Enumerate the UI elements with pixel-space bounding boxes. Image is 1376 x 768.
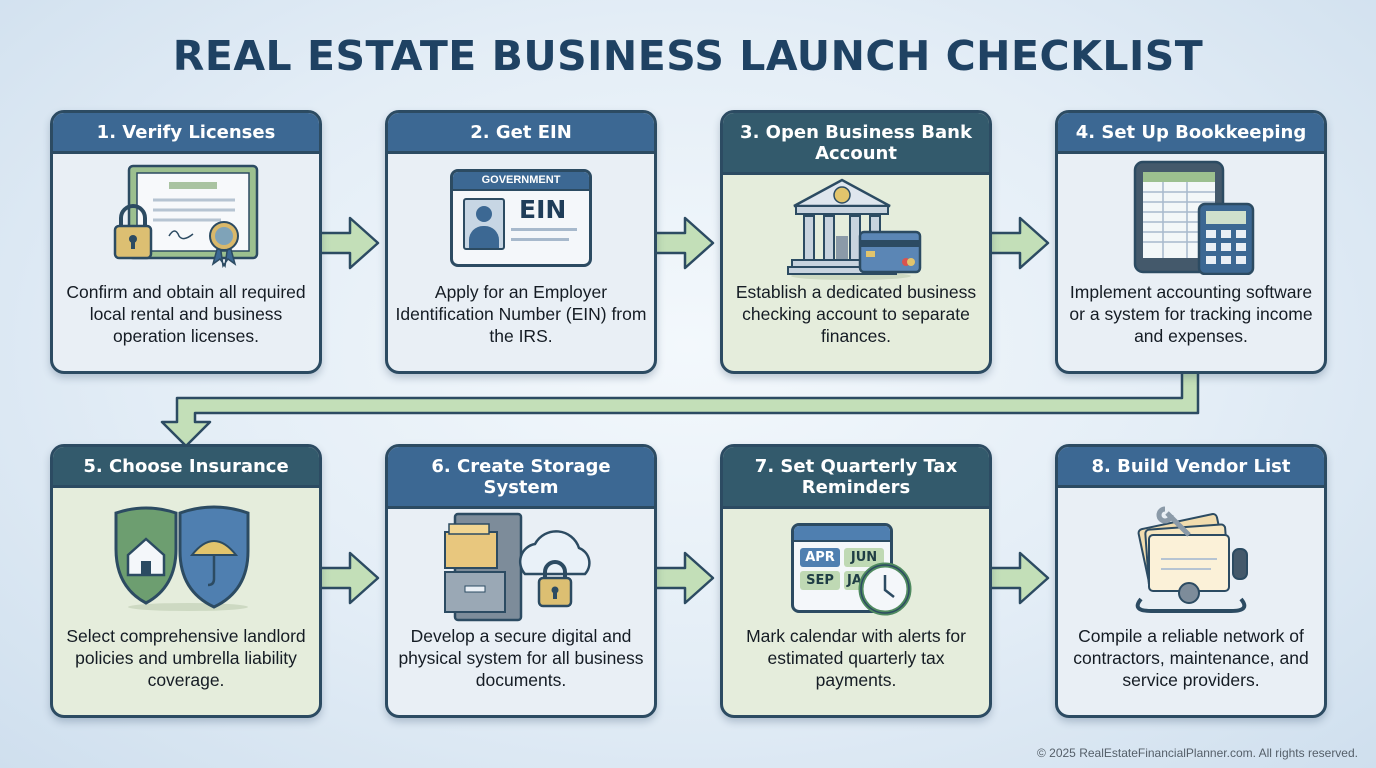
file-cabinet-cloud-icon	[388, 509, 654, 625]
step-title: 4. Set Up Bookkeeping	[1058, 113, 1324, 154]
arrow-5-6	[318, 551, 380, 605]
page-title: REAL ESTATE BUSINESS LAUNCH CHECKLIST	[172, 32, 1204, 80]
step-title: 2. Get EIN	[388, 113, 654, 154]
id-card-icon: GOVERNMENT EIN	[388, 154, 654, 281]
step-description: Compile a reliable network of contractor…	[1073, 626, 1309, 690]
step-description: Confirm and obtain all required local re…	[66, 282, 306, 346]
shield-insurance-icon	[53, 488, 319, 625]
tablet-calculator-icon	[1058, 154, 1324, 281]
step-description: Implement accounting software or a syste…	[1069, 282, 1313, 346]
step-card-set-up-bookkeeping: 4. Set Up Bookkeeping Implement accounti…	[1055, 110, 1327, 374]
step-description: Mark calendar with alerts for estimated …	[746, 626, 966, 690]
certificate-lock-icon	[53, 154, 319, 281]
arrow-7-8	[988, 551, 1050, 605]
month-apr: APR	[800, 548, 840, 567]
bank-card-icon	[723, 175, 989, 281]
copyright-footer: © 2025 RealEstateFinancialPlanner.com. A…	[1036, 746, 1358, 760]
step-card-quarterly-tax-reminders: 7. Set Quarterly Tax Reminders APR JUN S…	[720, 444, 992, 718]
step-card-get-ein: 2. Get EIN GOVERNMENT EIN Apply for an E…	[385, 110, 657, 374]
step-card-create-storage-system: 6. Create Storage System Develop a secur…	[385, 444, 657, 718]
arrow-6-7	[653, 551, 715, 605]
step-description: Apply for an Employer Identification Num…	[395, 282, 647, 346]
arrow-1-2	[318, 216, 380, 270]
person-photo-icon	[463, 197, 505, 250]
step-title: 3. Open Business Bank Account	[723, 113, 989, 175]
card-header-label: GOVERNMENT	[453, 171, 589, 191]
step-title: 6. Create Storage System	[388, 447, 654, 509]
step-description: Develop a secure digital and physical sy…	[398, 626, 644, 690]
arrow-2-3	[653, 216, 715, 270]
month-sep: SEP	[800, 571, 840, 590]
month-jun: JUN	[844, 548, 884, 567]
arrow-3-4	[988, 216, 1050, 270]
ein-label: EIN	[519, 194, 567, 224]
step-card-open-bank-account: 3. Open Business Bank Account Establish …	[720, 110, 992, 374]
step-card-choose-insurance: 5. Choose Insurance Select comprehensive…	[50, 444, 322, 718]
step-title: 7. Set Quarterly Tax Reminders	[723, 447, 989, 509]
step-title: 8. Build Vendor List	[1058, 447, 1324, 488]
rolodex-icon	[1058, 488, 1324, 625]
clock-icon	[858, 562, 912, 616]
arrow-4-5	[160, 369, 1200, 448]
step-description: Select comprehensive landlord policies a…	[66, 626, 306, 690]
step-title: 1. Verify Licenses	[53, 113, 319, 154]
step-description: Establish a dedicated business checking …	[735, 282, 977, 346]
calendar-clock-icon: APR JUN SEP JA	[723, 509, 989, 625]
step-title: 5. Choose Insurance	[53, 447, 319, 488]
step-card-verify-licenses: 1. Verify Licenses Confirm and obtain al…	[50, 110, 322, 374]
step-card-build-vendor-list: 8. Build Vendor List Compile a reliable …	[1055, 444, 1327, 718]
